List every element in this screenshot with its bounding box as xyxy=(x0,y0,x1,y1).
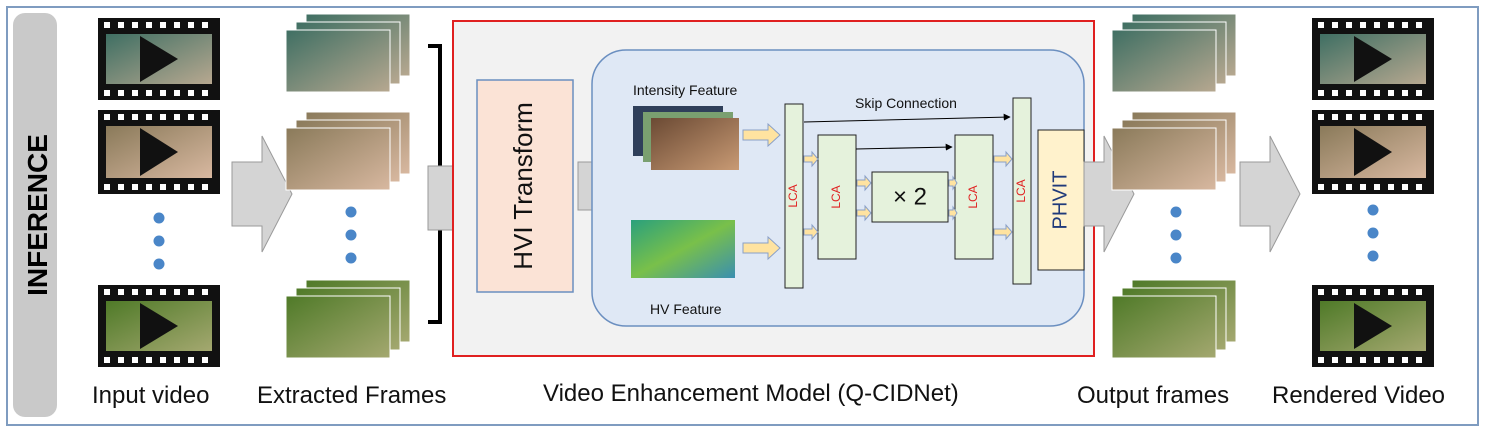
lca-block-1-label: LCA xyxy=(786,184,800,207)
lca-block-4-label: LCA xyxy=(1014,179,1028,202)
rendered-video-clip-2 xyxy=(1312,110,1434,194)
lca-block-2-label: LCA xyxy=(829,185,843,208)
lca-block-1 xyxy=(784,103,804,289)
rendered-video-clip-3 xyxy=(1312,285,1434,367)
extracted-frames-stack-3 xyxy=(285,279,411,359)
caption-input-video: Input video xyxy=(92,382,210,409)
skip-connection-arrow-2 xyxy=(855,143,953,151)
hv-feature-image xyxy=(631,220,735,278)
intensity-feature-images xyxy=(633,106,739,170)
skip-connection-label: Skip Connection xyxy=(855,95,957,111)
hvi-transform-label: HVI Transform xyxy=(508,102,538,270)
caption-model: Video Enhancement Model (Q-CIDNet) xyxy=(543,380,959,407)
lca-block-2 xyxy=(817,134,857,260)
input-video-clip-1 xyxy=(98,18,220,100)
output-frames-stack-1 xyxy=(1111,13,1237,93)
repeat-label: × 2 xyxy=(893,183,927,210)
skip-connection-arrow-1 xyxy=(803,113,1011,123)
flow-arrow-1 xyxy=(231,135,293,253)
input-video-clip-3 xyxy=(98,285,220,367)
rendered-ellipsis-dots xyxy=(1367,204,1379,262)
output-ellipsis-dots xyxy=(1170,206,1182,264)
film-sprockets xyxy=(104,22,1422,363)
side-bar xyxy=(13,13,57,417)
extracted-ellipsis-dots xyxy=(345,206,357,264)
caption-rendered-video: Rendered Video xyxy=(1272,382,1446,409)
phvit-block xyxy=(1037,129,1085,271)
output-frames-stack-3 xyxy=(1111,279,1237,359)
feature-arrow-hv xyxy=(742,235,781,261)
feature-arrow-intensity xyxy=(742,122,781,148)
phvit-label: PHVIT xyxy=(1049,171,1071,230)
lca-block-3 xyxy=(954,134,994,260)
inter-block-arrows xyxy=(803,150,1013,241)
lca-block-4 xyxy=(1012,97,1032,285)
flow-arrow-4 xyxy=(1083,135,1135,253)
lca-block-3-label: LCA xyxy=(966,185,980,208)
caption-output-frames: Output frames xyxy=(1077,382,1230,409)
input-ellipsis-dots xyxy=(153,212,165,270)
inference-label: INFERENCE xyxy=(22,134,53,296)
caption-extracted-frames: Extracted Frames xyxy=(257,382,447,409)
hv-feature-label: HV Feature xyxy=(650,301,722,317)
extracted-frames-stack-2 xyxy=(285,111,411,191)
output-frames-stack-2 xyxy=(1111,111,1237,191)
hvi-transform-block xyxy=(476,79,574,293)
input-video-clip-2 xyxy=(98,110,220,194)
rendered-video-clip-1 xyxy=(1312,18,1434,100)
repeat-block xyxy=(871,171,949,223)
extracted-frames-stack-1 xyxy=(285,13,411,93)
flow-arrow-5 xyxy=(1239,135,1301,253)
intensity-feature-label: Intensity Feature xyxy=(633,82,737,98)
